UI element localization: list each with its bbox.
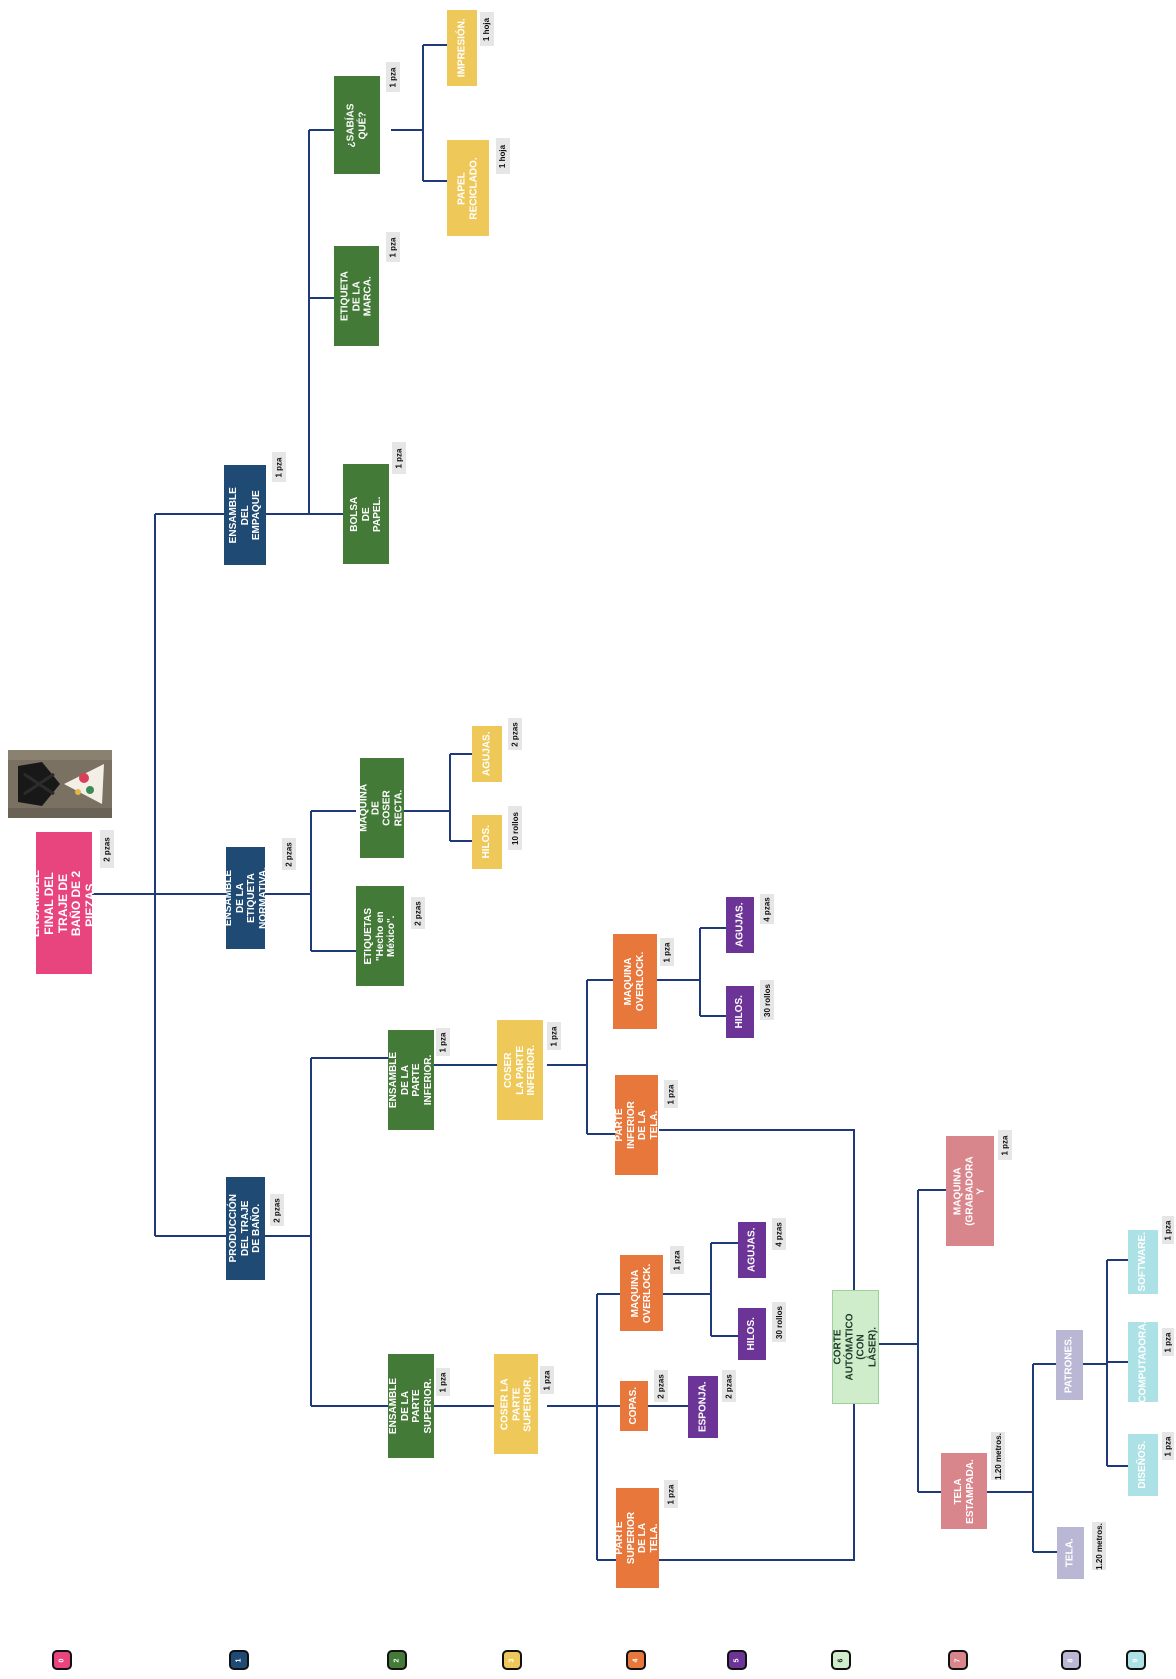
connector-etiqueta <box>263 810 356 952</box>
corte-node: CORTE AUTÓMATICO (CON LÁSER). <box>832 1290 879 1404</box>
coser-inferior-node: COSER LA PARTE INFERIOR. <box>497 1020 543 1120</box>
etiquetas-hecho-node: ETIQUETAS "Hecho en México". <box>356 886 404 986</box>
tela-estampada-qty: 1.20 metros. <box>991 1432 1005 1480</box>
tela-node: TELA. <box>1057 1527 1084 1579</box>
software-node: SOFTWARE. <box>1128 1230 1158 1294</box>
parte-superior-tela-node: PARTE SUPERIOR DE LA TELA. <box>615 1488 660 1588</box>
maquina-grabadora-qty: 1 pza <box>998 1130 1012 1160</box>
level-legend-6: 6 <box>831 1650 851 1670</box>
patrones-node: PATRONES. <box>1056 1330 1083 1400</box>
connector-corte <box>879 1189 946 1493</box>
tree-connectors <box>88 44 1128 1561</box>
etiquetas-hecho-qty: 2 pzas <box>411 897 425 929</box>
disenos-qty: 1 pza <box>1162 1432 1174 1460</box>
tela-estampada-node: TELA ESTAMPADA. <box>941 1453 987 1529</box>
connector-root <box>88 513 263 1237</box>
hilos-sup-node: HILOS. <box>738 1308 766 1360</box>
hilos-recta-qty: 10 rollos <box>508 806 522 850</box>
sabias-qty: 1 pza <box>386 62 400 92</box>
software-qty: 1 pza <box>1162 1216 1174 1244</box>
coser-superior-qty: 1 pza <box>540 1366 554 1394</box>
connector-estampada <box>987 1363 1057 1553</box>
computadora-qty: 1 pza <box>1162 1328 1174 1356</box>
maquina-grabadora-node: MAQUINA (GRABADORA Y <box>946 1136 994 1246</box>
impresion-qty: 1 hoja <box>480 12 494 46</box>
papel-reciclado-node: PAPEL RECICLADO. <box>447 140 489 236</box>
overlock-inf-node: MAQUINA OVERLOCK. <box>613 934 657 1029</box>
parte-superior-qty: 1 pza <box>436 1368 450 1396</box>
connector-corte-sup <box>659 1347 855 1561</box>
overlock-sup-node: MAQUINA OVERLOCK. <box>620 1255 663 1331</box>
root-label: ENSAMBLE FINAL DEL TRAJE DE BAÑO DE 2 PI… <box>28 869 98 937</box>
parte-inferior-qty: 1 pza <box>436 1028 450 1056</box>
hilos-recta-node: HILOS. <box>472 815 502 869</box>
parte-superior-tela-qty: 1 pza <box>664 1480 678 1508</box>
agujas-sup-qty: 4 pzas <box>772 1218 786 1250</box>
agujas-recta-qty: 2 pzas <box>508 718 522 750</box>
computadora-node: COMPUTADORA. <box>1128 1321 1158 1403</box>
level-legend-1: 1 <box>229 1650 249 1670</box>
empaque-qty: 1 pza <box>272 452 286 482</box>
level-legend-0: 0 <box>52 1650 72 1670</box>
disenos-node: DISEÑOS. <box>1128 1434 1158 1496</box>
bolsa-qty: 1 pza <box>392 442 406 474</box>
papel-reciclado-qty: 1 hoja <box>496 138 510 174</box>
level-legend-9: 9 <box>1126 1650 1146 1670</box>
agujas-sup-node: AGUJAS. <box>738 1222 766 1278</box>
agujas-inf-node: AGUJAS. <box>726 897 754 953</box>
level-legend-3: 3 <box>502 1650 522 1670</box>
connector-patrones <box>1083 1259 1128 1467</box>
parte-inferior-node: ENSAMBLE DE LA PARTE INFERIOR. <box>388 1030 434 1130</box>
connector-inferior <box>434 979 615 1135</box>
copas-node: COPAS. <box>620 1381 648 1431</box>
sabias-node: ¿SABÍAS QUÉ? <box>334 76 380 174</box>
connector-produccion <box>263 1057 388 1407</box>
agujas-recta-node: AGUJAS. <box>472 726 502 782</box>
etiqueta-marca-qty: 1 pza <box>386 232 400 262</box>
etiqueta-marca-node: ETIQUETA DE LA MARCA. <box>334 246 379 346</box>
parte-inferior-tela-node: PARTE INFERIOR DE LA TELA. <box>614 1075 659 1175</box>
coser-superior-node: COSER LA PARTE SUPERIOR. <box>494 1354 538 1454</box>
impresion-node: IMPRESIÓN. <box>447 10 477 86</box>
etiqueta-normativa-node: ENSAMBLE DE LA ETIQUETA NORMATIVA. <box>223 847 268 949</box>
hilos-sup-qty: 30 rollos <box>772 1302 786 1342</box>
level-legend-8: 8 <box>1061 1650 1081 1670</box>
bolsa-node: BOLSA DE PAPEL. <box>343 464 389 564</box>
hilos-inf-node: HILOS. <box>726 986 754 1038</box>
level-legend-7: 7 <box>948 1650 968 1670</box>
hilos-inf-qty: 30 rollos <box>760 980 774 1020</box>
etiqueta-normativa-qty: 2 pzas <box>282 838 296 870</box>
coser-inferior-qty: 1 pza <box>547 1022 561 1050</box>
agujas-inf-qty: 4 pzas <box>760 894 774 924</box>
overlock-inf-qty: 1 pza <box>660 938 674 966</box>
esponja-node: ESPONJA. <box>688 1376 718 1438</box>
parte-superior-node: ENSAMBLE DE LA PARTE SUPERIOR. <box>388 1354 434 1458</box>
connector-superior <box>434 1293 620 1561</box>
maquina-recta-node: MAQUINA DE COSER RECTA. <box>359 758 405 858</box>
connector-overlock-inf <box>657 927 726 1017</box>
empaque-node: ENSAMBLE DEL EMPAQUE <box>224 465 266 565</box>
produccion-node: PRODUCCIÓN DEL TRAJE DE BAÑO. <box>226 1177 265 1280</box>
parte-inferior-tela-qty: 1 pza <box>664 1080 678 1108</box>
level-legend-5: 5 <box>727 1650 747 1670</box>
root-qty: 2 pzas <box>100 830 114 868</box>
copas-qty: 2 pzas <box>654 1370 668 1402</box>
swimsuit-image <box>8 750 112 818</box>
esponja-qty: 2 pzas <box>722 1370 736 1402</box>
connector-empaque <box>263 129 343 515</box>
overlock-sup-qty: 1 pza <box>670 1246 684 1274</box>
produccion-qty: 2 pzas <box>270 1194 284 1226</box>
level-legend-4: 4 <box>626 1650 646 1670</box>
connector-overlock-sup <box>663 1242 738 1337</box>
connector-corte-inf <box>659 1129 855 1290</box>
swimsuit-photo <box>8 750 112 818</box>
connector-recta <box>404 753 472 842</box>
root-node: ENSAMBLE FINAL DEL TRAJE DE BAÑO DE 2 PI… <box>29 832 98 974</box>
connector-sabias <box>391 44 447 182</box>
tela-qty: 1.20 metros. <box>1092 1522 1106 1570</box>
level-legend-2: 2 <box>387 1650 407 1670</box>
